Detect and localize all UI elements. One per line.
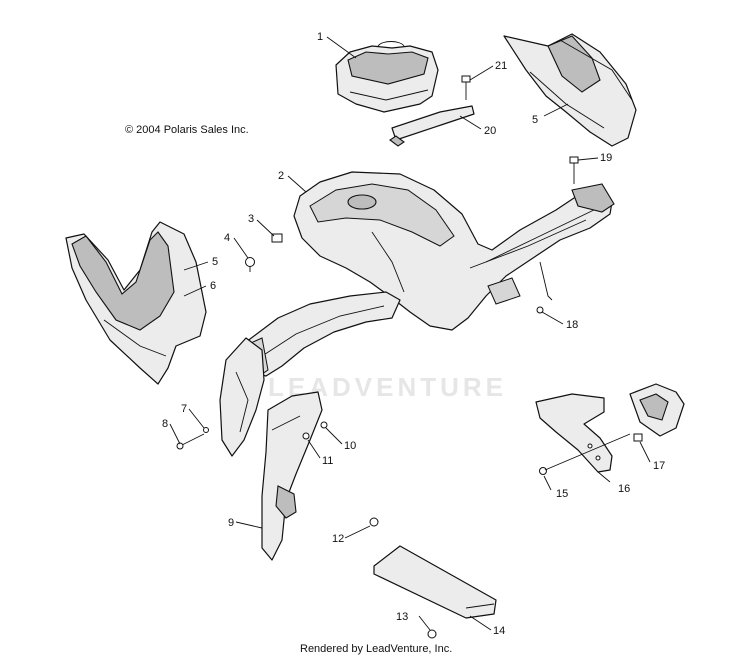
callout-12: 12 <box>332 533 344 545</box>
callout-5-right: 5 <box>532 114 538 126</box>
hardware-13-screw[interactable] <box>427 629 437 639</box>
callout-1: 1 <box>317 31 323 43</box>
part-5-side-panel-right[interactable] <box>503 33 637 147</box>
callout-19: 19 <box>600 152 612 164</box>
part-14-skid-plate[interactable] <box>373 545 497 619</box>
hardware-10-nut[interactable] <box>320 421 328 429</box>
hardware-3-clip[interactable] <box>271 233 283 243</box>
callout-21: 21 <box>495 60 507 72</box>
hardware-11-nut[interactable] <box>302 432 310 440</box>
callout-7: 7 <box>181 403 187 415</box>
part-5-side-panel-left[interactable] <box>65 221 207 385</box>
callout-17: 17 <box>653 460 665 472</box>
part-2-front-fender[interactable] <box>293 171 615 331</box>
hardware-4-screw[interactable] <box>245 257 255 273</box>
callout-labels: 1 2 3 4 5 5 6 7 8 9 10 11 12 13 14 15 16… <box>162 31 665 637</box>
hardware-19-screw[interactable] <box>569 156 579 184</box>
copyright-notice: © 2004 Polaris Sales Inc. <box>125 124 249 136</box>
hardware-15-nut[interactable] <box>539 467 547 475</box>
callout-5-left: 5 <box>212 256 218 268</box>
part-1-pod-cover[interactable] <box>335 41 439 113</box>
callout-14: 14 <box>493 625 505 637</box>
callout-3: 3 <box>248 213 254 225</box>
callout-18: 18 <box>566 319 578 331</box>
callout-6: 6 <box>210 280 216 292</box>
part-21-screw[interactable] <box>461 75 471 100</box>
rendered-by-credit: Rendered by LeadVenture, Inc. <box>300 643 452 655</box>
callout-8: 8 <box>162 418 168 430</box>
part-9-mud-flap[interactable] <box>261 391 323 561</box>
callout-13: 13 <box>396 611 408 623</box>
callout-2: 2 <box>278 170 284 182</box>
hardware-12-nut[interactable] <box>369 517 379 527</box>
part-16-mount-plate[interactable] <box>535 393 613 473</box>
callout-4: 4 <box>224 232 230 244</box>
hardware-7-washer[interactable] <box>203 427 209 433</box>
hardware-18-nut[interactable] <box>536 306 544 314</box>
callout-20: 20 <box>484 125 496 137</box>
leader-lines <box>169 36 651 631</box>
callout-10: 10 <box>344 440 356 452</box>
callout-15: 15 <box>556 488 568 500</box>
callout-16: 16 <box>618 483 630 495</box>
callout-9: 9 <box>228 517 234 529</box>
part-20-bracket[interactable] <box>389 105 475 147</box>
callout-11: 11 <box>322 455 333 467</box>
part-17-switch[interactable] <box>629 383 685 442</box>
hardware-8-bolt[interactable] <box>176 433 205 450</box>
part-2-fender-lower-arm[interactable] <box>219 291 401 457</box>
